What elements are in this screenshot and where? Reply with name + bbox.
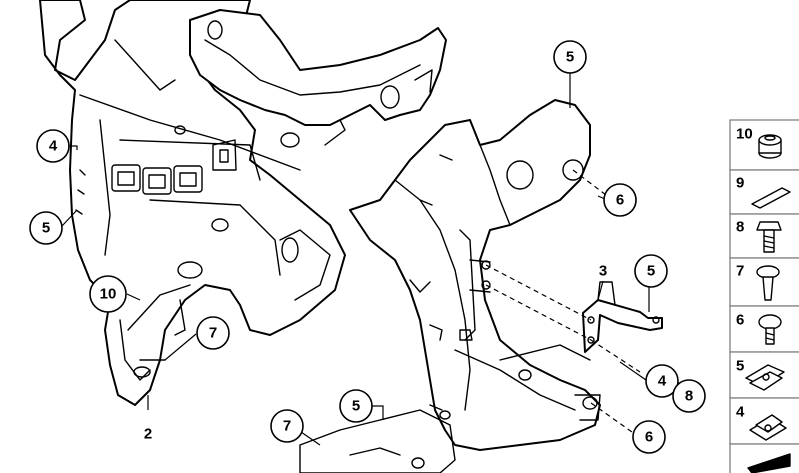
callout-6-right: 6 bbox=[603, 183, 637, 217]
legend-number: 10 bbox=[736, 126, 753, 143]
legend-number: 6 bbox=[736, 312, 744, 329]
legend-number: 7 bbox=[736, 263, 744, 280]
oval-head-screw-icon bbox=[758, 314, 782, 345]
legend-panel: 10 9 8 bbox=[729, 119, 799, 473]
callout-5-bracket: 5 bbox=[634, 254, 668, 288]
callout-label: 4 bbox=[49, 138, 58, 155]
clip-nut-icon bbox=[749, 414, 787, 441]
part-label-3: 3 bbox=[599, 263, 607, 280]
callout-label: 8 bbox=[685, 388, 693, 405]
legend-item-9: 9 bbox=[729, 169, 799, 215]
legend-item-wedge bbox=[729, 443, 799, 473]
bracket-part bbox=[582, 281, 663, 353]
leader-lines bbox=[61, 73, 650, 446]
callout-4-mid: 4 bbox=[645, 364, 679, 398]
callout-6-lower: 6 bbox=[632, 420, 666, 454]
legend-number: 5 bbox=[736, 358, 744, 375]
callout-10-left: 10 bbox=[89, 275, 127, 313]
part-label-2: 2 bbox=[144, 426, 152, 443]
callout-label: 5 bbox=[647, 263, 655, 280]
expanding-rivet-icon bbox=[756, 265, 780, 301]
hex-bolt-icon bbox=[756, 221, 782, 253]
legend-number: 9 bbox=[736, 175, 744, 192]
callout-label: 7 bbox=[283, 418, 291, 435]
callout-5-top: 5 bbox=[553, 40, 587, 74]
legend-item-8: 8 bbox=[729, 213, 799, 259]
callout-label: 10 bbox=[100, 286, 117, 303]
legend-item-10: 10 bbox=[729, 119, 799, 171]
callout-4-left: 4 bbox=[36, 129, 70, 163]
assembly-lines bbox=[485, 169, 641, 433]
callout-8-mid: 8 bbox=[672, 379, 706, 413]
callout-label: 5 bbox=[352, 398, 360, 415]
callout-label: 5 bbox=[42, 220, 50, 237]
upper-arm-part bbox=[189, 9, 447, 126]
legend-item-4: 4 bbox=[729, 397, 799, 445]
callout-5-center: 5 bbox=[339, 389, 373, 423]
legend-item-6: 6 bbox=[729, 305, 799, 353]
callout-label: 5 bbox=[566, 49, 574, 66]
legend-number: 8 bbox=[736, 219, 744, 236]
callout-5-left: 5 bbox=[29, 211, 63, 245]
callout-label: 7 bbox=[209, 325, 217, 342]
callout-7-bottom: 7 bbox=[270, 409, 304, 443]
strip-pad-icon bbox=[751, 187, 791, 209]
rubber-buffer-icon bbox=[758, 134, 782, 159]
wedge-shim-icon bbox=[747, 453, 791, 473]
callout-label: 6 bbox=[645, 429, 653, 446]
legend-number: 4 bbox=[736, 404, 745, 421]
callout-label: 4 bbox=[658, 373, 667, 390]
spring-nut-icon bbox=[745, 364, 785, 391]
legend-item-7: 7 bbox=[729, 257, 799, 307]
legend-item-5: 5 bbox=[729, 351, 799, 399]
callout-7-left: 7 bbox=[196, 316, 230, 350]
right-carrier-part bbox=[299, 99, 601, 473]
callout-label: 6 bbox=[616, 192, 624, 209]
